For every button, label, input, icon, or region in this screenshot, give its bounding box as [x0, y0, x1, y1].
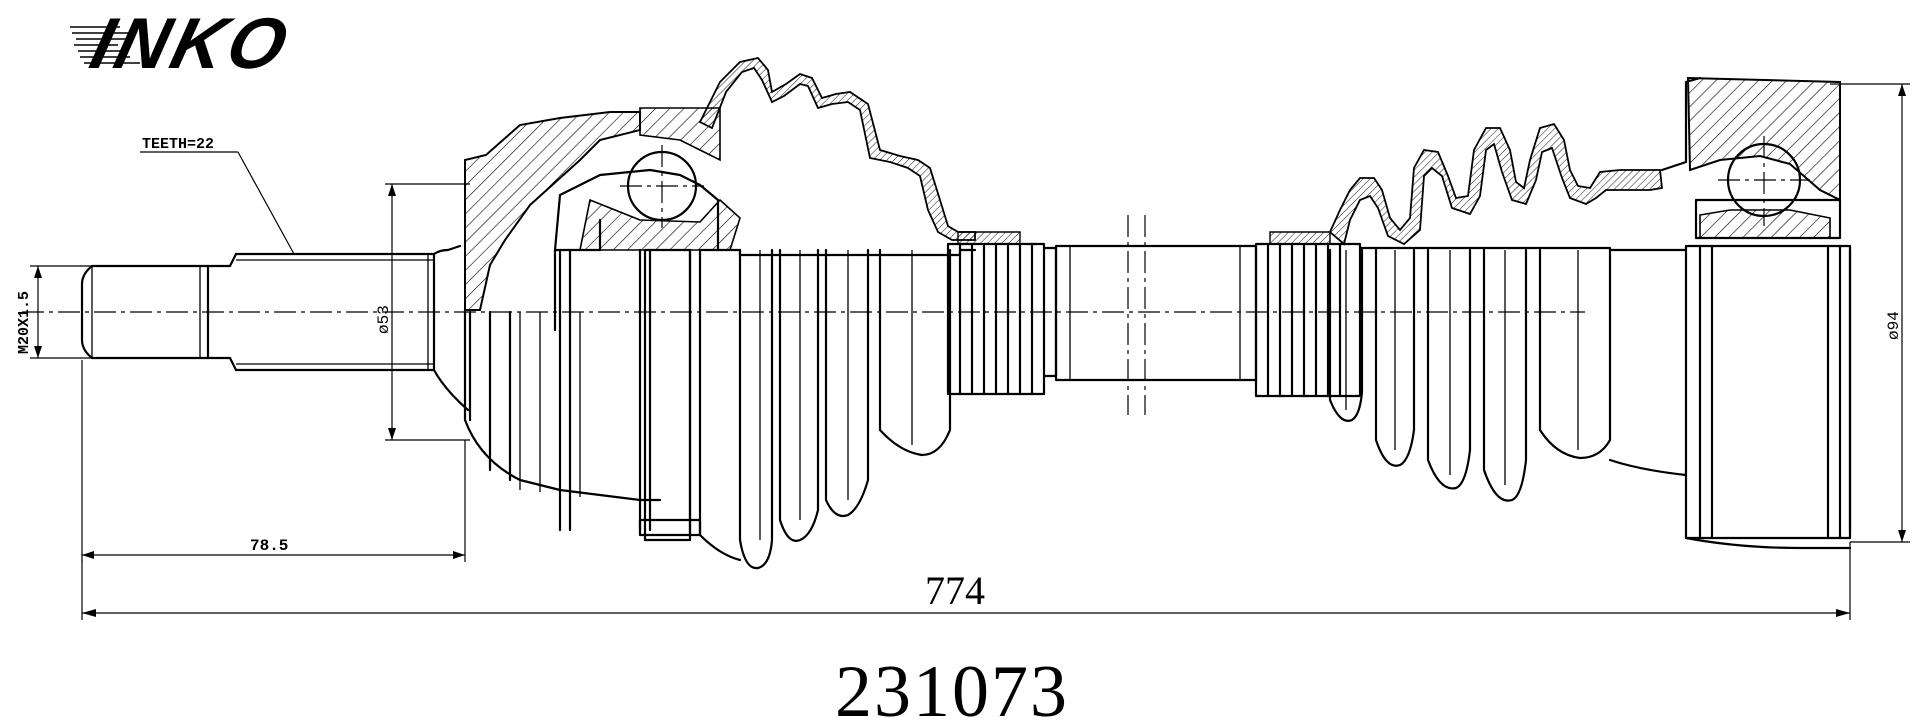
left-boot-clamp: [946, 231, 1046, 396]
right-boot-clamp: [1254, 231, 1362, 398]
dimension-total-length: [81, 542, 1851, 620]
part-number: 231073: [835, 651, 1069, 727]
spline-shaft: [206, 244, 470, 412]
outer-cv-joint: [463, 107, 741, 542]
outer-diameter-label: ø94: [1885, 311, 1903, 340]
inner-cv-joint: [1608, 76, 1852, 550]
outer-boot: [698, 57, 977, 570]
inner-boot: [1328, 122, 1663, 502]
brand-logo: INKO: [70, 4, 299, 84]
teeth-callout: [140, 151, 295, 255]
total-length-label: 774: [925, 568, 985, 613]
dimension-inner-diameter: [385, 183, 470, 441]
logo-speed-lines: [70, 26, 140, 64]
intermediate-shaft: [1042, 244, 1258, 382]
dimension-outer-diameter: [1830, 83, 1910, 543]
teeth-count-label: TEETH=22: [142, 136, 214, 153]
thread-size-label: M20X1.5: [16, 291, 33, 354]
spline-length-label: 78.5: [250, 537, 288, 555]
inner-diameter-label: ø53: [375, 305, 393, 334]
dimension-thread: [30, 265, 100, 359]
logo-text: INKO: [83, 4, 299, 84]
dimension-spline-length: [81, 360, 466, 562]
